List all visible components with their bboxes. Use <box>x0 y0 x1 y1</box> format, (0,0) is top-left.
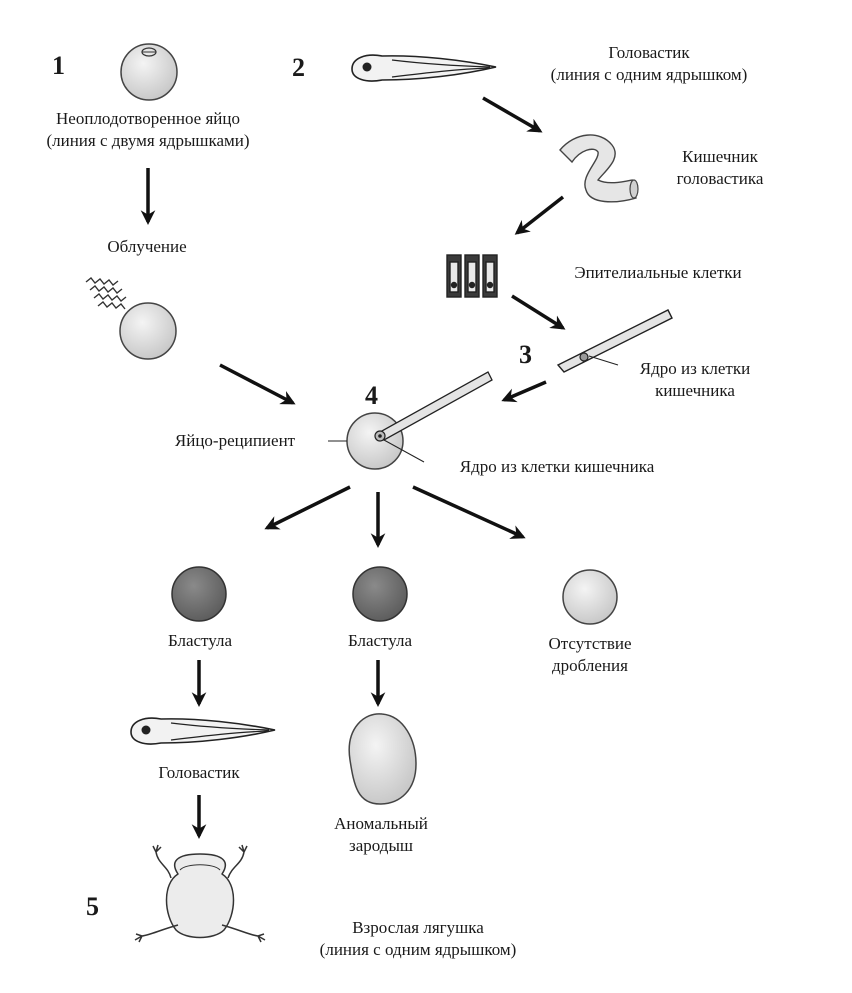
label-tadpole-result: Головастик <box>158 763 240 782</box>
uncleaved-egg <box>562 569 618 625</box>
label-unfertilized-egg: Неоплодотворенное яйцо (линия с двумя яд… <box>14 108 282 152</box>
unfertilized-egg <box>120 43 178 101</box>
label-unfertilized-egg-line1: Неоплодотворенное яйцо <box>56 109 240 128</box>
label-tadpole-source: Головастик (линия с одним ядрышком) <box>514 42 784 86</box>
label-abnormal-embryo-line1: Аномальный <box>334 814 428 833</box>
irradiated-egg <box>119 302 177 360</box>
label-tadpole-intestine-line2: головастика <box>676 169 764 188</box>
arrow-pipette-to-recipient <box>501 380 547 403</box>
label-tadpole-intestine: Кишечник головастика <box>650 146 790 190</box>
arrow-tadpole-to-intestine <box>482 96 543 133</box>
label-epithelial-cells: Эпителиальные клетки <box>574 263 742 282</box>
blastula-middle <box>352 566 408 622</box>
step-number-1: 1 <box>52 51 65 80</box>
nucleus-leader <box>383 439 425 463</box>
label-no-cleavage-line2: дробления <box>552 656 628 675</box>
step-number-3: 3 <box>519 340 532 369</box>
label-adult-frog-line1: Взрослая лягушка <box>352 918 484 937</box>
label-abnormal-embryo: Аномальный зародыш <box>316 813 446 857</box>
abnormal-embryo <box>348 713 417 805</box>
label-blastula-middle: Бластула <box>347 631 413 650</box>
tadpole-intestine-icon <box>559 134 639 203</box>
label-nucleus-intestine: Ядро из клетки кишечника <box>459 457 655 476</box>
label-recipient-egg: Яйцо-реципиент <box>174 431 296 450</box>
label-abnormal-embryo-line2: зародыш <box>349 836 413 855</box>
step-number-4: 4 <box>365 381 378 410</box>
label-nucleus-pipette-line2: кишечника <box>655 381 735 400</box>
epithelial-cells-icon <box>446 254 498 298</box>
label-no-cleavage: Отсутствие дробления <box>520 633 660 677</box>
label-adult-frog-line2: (линия с одним ядрышком) <box>319 940 517 959</box>
tadpole-source-icon <box>351 54 497 82</box>
arrow-cells-to-pipette <box>511 294 566 330</box>
pipette-with-nucleus-icon <box>556 309 673 373</box>
label-nucleus-pipette: Ядро из клетки кишечника <box>610 358 780 402</box>
step-number-5: 5 <box>86 892 99 921</box>
label-unfertilized-egg-line2: (линия с двумя ядрышками) <box>46 131 250 150</box>
label-adult-frog: Взрослая лягушка (линия с одним ядрышком… <box>280 917 556 961</box>
step-number-2: 2 <box>292 53 305 82</box>
arrow-irradiated-to-recipient <box>219 363 296 405</box>
nucleus-label-leader <box>588 355 619 366</box>
arrow-recipient-to-no-cleavage <box>412 485 526 539</box>
label-no-cleavage-line1: Отсутствие <box>548 634 632 653</box>
label-tadpole-source-line2: (линия с одним ядрышком) <box>550 65 748 84</box>
tadpole-result-icon <box>130 717 276 745</box>
arrow-recipient-to-blastula-left <box>264 485 351 530</box>
label-blastula-left: Бластула <box>167 631 233 650</box>
arrow-intestine-to-cells <box>514 195 565 235</box>
label-nucleus-pipette-line1: Ядро из клетки <box>639 359 751 378</box>
irradiation-rays-icon <box>85 277 127 310</box>
blastula-left <box>171 566 227 622</box>
label-tadpole-source-line1: Головастик <box>608 43 690 62</box>
label-irradiation: Облучение <box>107 237 187 256</box>
label-tadpole-intestine-line1: Кишечник <box>682 147 758 166</box>
adult-frog-icon <box>134 844 266 943</box>
